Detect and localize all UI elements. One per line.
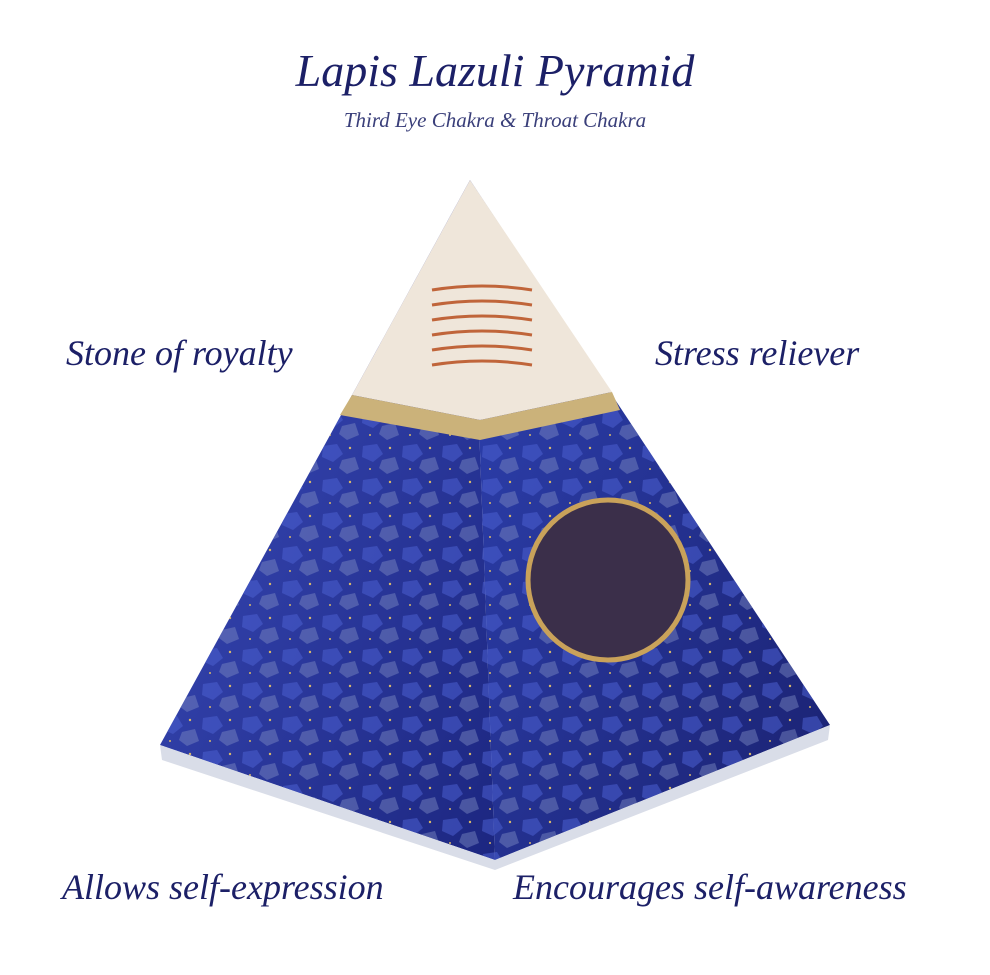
feature-label: Stone of royalty — [66, 333, 293, 373]
copper-coil — [431, 284, 533, 367]
feature-label: Allows self-expression — [62, 867, 384, 907]
page-title: Lapis Lazuli Pyramid — [295, 45, 695, 96]
feature-label: Encourages self-awareness — [513, 867, 907, 907]
flower-of-life-emblem — [525, 497, 691, 663]
feature-label: Stress reliever — [655, 333, 860, 373]
pyramid — [160, 180, 830, 870]
subtitle: Third Eye Chakra & Throat Chakra — [343, 108, 647, 132]
